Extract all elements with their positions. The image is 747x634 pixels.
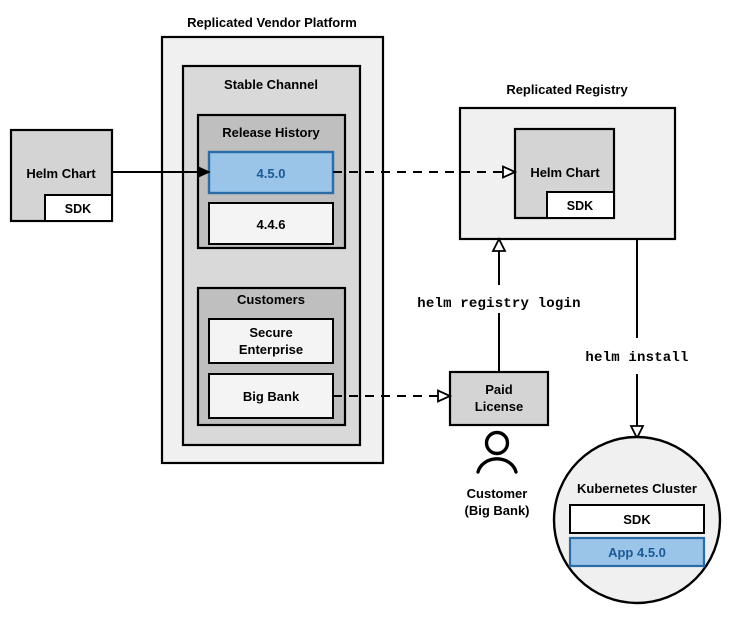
customer-secure-enterprise-label-line1: Secure <box>249 325 292 340</box>
vendor-platform-title: Replicated Vendor Platform <box>187 15 357 30</box>
cluster-component-app[interactable] <box>568 536 706 568</box>
registry-sdk-box <box>546 191 615 219</box>
customer-big-bank-label: Big Bank <box>243 389 300 404</box>
source-sdk-box <box>44 194 113 222</box>
kubernetes-cluster-label: Kubernetes Cluster <box>577 481 697 496</box>
customer-big-bank[interactable] <box>208 373 334 419</box>
customers-label: Customers <box>237 292 305 307</box>
cluster-component-sdk-label: SDK <box>623 512 651 527</box>
helm-install-label: helm install <box>585 350 688 366</box>
paid-license-label-line1: Paid <box>485 382 513 397</box>
customer-secure-enterprise[interactable] <box>208 318 334 364</box>
source-sdk-label: SDK <box>65 202 91 216</box>
release-item-446[interactable] <box>208 202 334 245</box>
source-helm-chart-label: Helm Chart <box>26 166 96 181</box>
helm-install-arrowhead <box>629 425 645 441</box>
customer-secure-enterprise-label-line2: Enterprise <box>239 342 303 357</box>
registry-login-arrowhead <box>491 236 507 252</box>
arrow-chart-to-release-head <box>197 165 211 179</box>
release-item-446-label: 4.4.6 <box>257 217 286 232</box>
arrow-bigbank-to-license-head <box>437 389 453 403</box>
release-item-450-label: 4.5.0 <box>257 166 286 181</box>
customer-actor-label-line1: Customer <box>467 486 528 501</box>
paid-license-label-line2: License <box>475 399 523 414</box>
customer-actor-label-line2: (Big Bank) <box>465 503 530 518</box>
cluster-component-app-label: App 4.5.0 <box>608 545 666 560</box>
stable-channel-label: Stable Channel <box>224 77 318 92</box>
cluster-component-sdk[interactable] <box>569 504 705 534</box>
person-icon <box>476 430 518 474</box>
paid-license-box <box>448 370 550 427</box>
registry-helm-chart-label: Helm Chart <box>530 165 600 180</box>
release-history-label: Release History <box>222 125 320 140</box>
registry-sdk-label: SDK <box>567 199 593 213</box>
registry-title: Replicated Registry <box>506 82 628 97</box>
arrow-release-to-registry-head <box>502 165 518 179</box>
helm-registry-login-label: helm registry login <box>417 296 580 312</box>
